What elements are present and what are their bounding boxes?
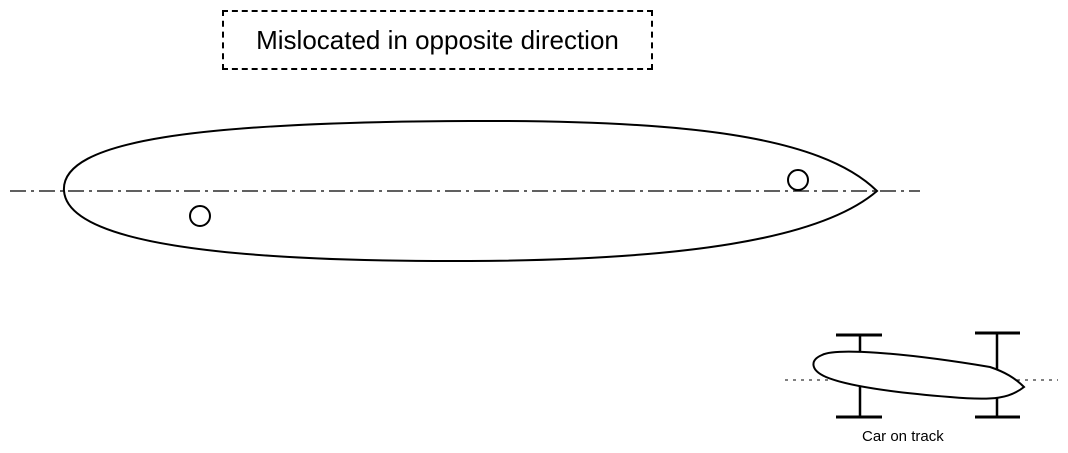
marker-circle-right: [787, 169, 809, 191]
car-on-track-caption: Car on track: [862, 428, 944, 445]
diagram-title-box: Mislocated in opposite direction: [222, 10, 653, 70]
marker-circle-left: [189, 205, 211, 227]
diagram-title: Mislocated in opposite direction: [256, 24, 619, 55]
small-car-body: [812, 350, 1026, 400]
large-hull-outline: [62, 119, 879, 263]
